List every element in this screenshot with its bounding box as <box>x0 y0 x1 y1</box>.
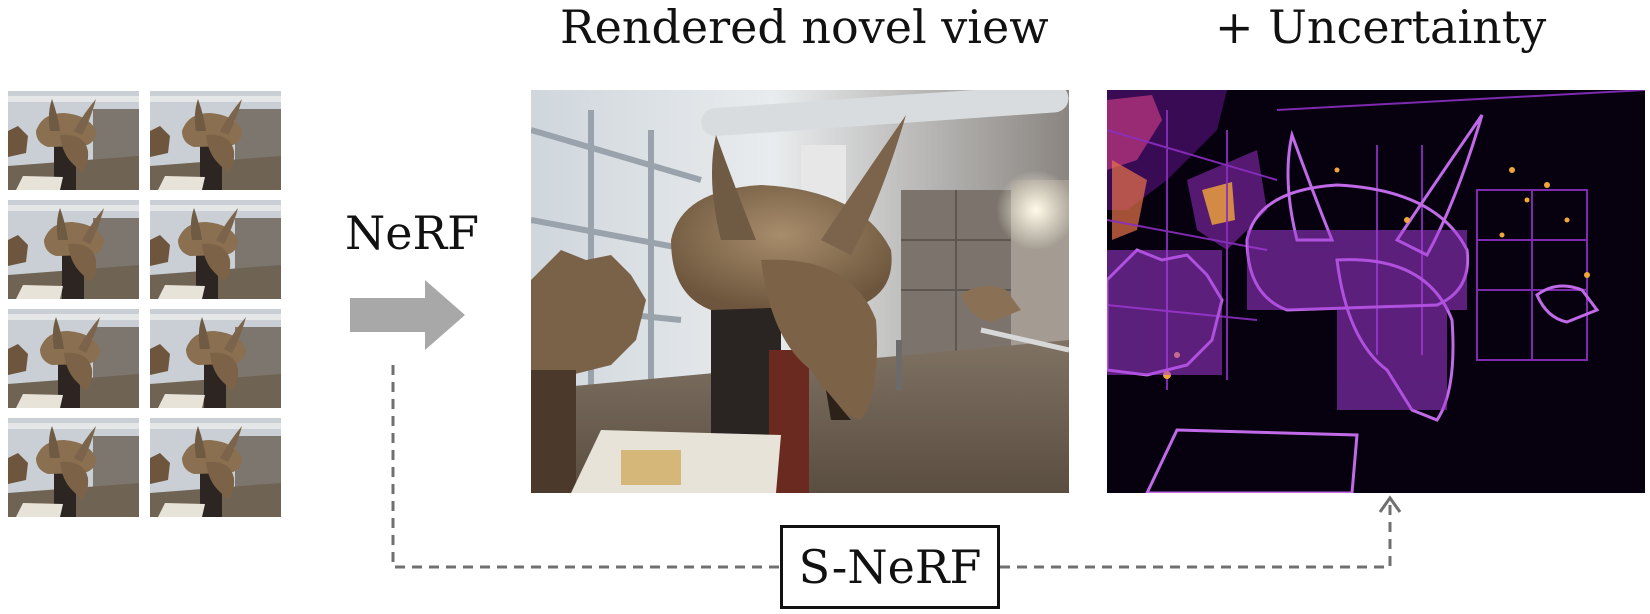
snerf-label: S-NeRF <box>798 540 982 594</box>
input-view-thumbnail <box>150 418 281 517</box>
rendered-novel-view-image <box>531 90 1069 493</box>
uncertainty-heading: + Uncertainty <box>1215 0 1547 54</box>
rendered-view-heading: Rendered novel view <box>560 0 1049 54</box>
input-view-thumbnail <box>8 418 139 517</box>
up-arrow-icon <box>1378 495 1402 513</box>
nerf-label: NeRF <box>345 206 480 260</box>
input-views-grid <box>8 91 281 517</box>
input-view-thumbnail <box>150 91 281 190</box>
snerf-box: S-NeRF <box>780 525 1000 609</box>
input-view-thumbnail <box>150 309 281 408</box>
input-view-thumbnail <box>8 309 139 408</box>
input-view-thumbnail <box>150 200 281 299</box>
uncertainty-map-image <box>1107 90 1645 493</box>
right-arrow-icon <box>350 280 465 350</box>
input-view-thumbnail <box>8 200 139 299</box>
input-view-thumbnail <box>8 91 139 190</box>
